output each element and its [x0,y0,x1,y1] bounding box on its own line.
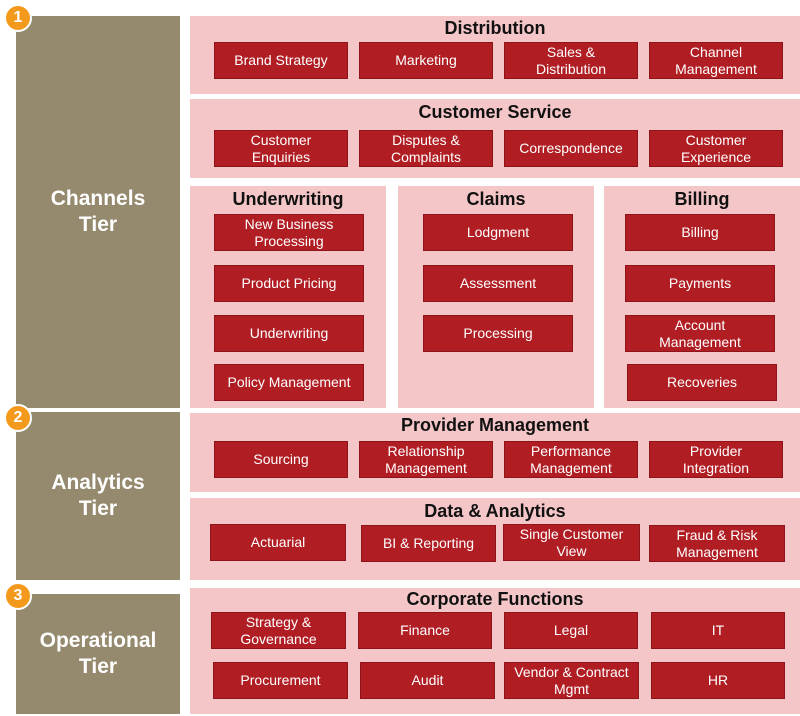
corporate-functions-panel: Corporate Functions Strategy & Governanc… [190,588,800,714]
relationship-management-box: Relationship Management [359,441,493,478]
sales-distribution-box: Sales & Distribution [504,42,638,79]
customer-enquiries-box: Customer Enquiries [214,130,348,167]
provider-management-panel: Provider Management Sourcing Relationshi… [190,413,800,492]
operational-tier-label: Operational Tier [16,594,180,714]
vendor-contract-mgmt-box: Vendor & Contract Mgmt [504,662,639,699]
underwriting-panel: Underwriting New Business Processing Pro… [190,186,386,408]
panel-title: Claims [466,189,526,209]
procurement-box: Procurement [213,662,348,699]
recoveries-box: Recoveries [627,364,777,401]
processing-box: Processing [423,315,573,352]
customer-service-panel: Customer Service Customer Enquiries Disp… [190,99,800,178]
disputes-complaints-box: Disputes & Complaints [359,130,493,167]
brand-strategy-box: Brand Strategy [214,42,348,79]
marketing-box: Marketing [359,42,493,79]
analytics-tier-label: Analytics Tier [16,412,180,580]
tier-1-badge: 1 [4,4,32,32]
lodgment-box: Lodgment [423,214,573,251]
panel-title: Data & Analytics [424,501,566,521]
it-box: IT [651,612,785,649]
billing-box: Billing [625,214,775,251]
channels-tier-label: Channels Tier [16,16,180,408]
underwriting-box: Underwriting [214,315,364,352]
actuarial-box: Actuarial [210,524,346,561]
product-pricing-box: Product Pricing [214,265,364,302]
correspondence-box: Correspondence [504,130,638,167]
panel-title: Underwriting [232,189,344,209]
legal-box: Legal [504,612,638,649]
tier-2-badge: 2 [4,404,32,432]
new-business-processing-box: New Business Processing [214,214,364,251]
fraud-risk-management-box: Fraud & Risk Management [649,525,785,562]
channel-management-box: Channel Management [649,42,783,79]
assessment-box: Assessment [423,265,573,302]
payments-box: Payments [625,265,775,302]
sourcing-box: Sourcing [214,441,348,478]
customer-experience-box: Customer Experience [649,130,783,167]
account-management-box: Account Management [625,315,775,352]
panel-title: Provider Management [400,415,590,435]
panel-title: Corporate Functions [406,589,584,609]
panel-title: Customer Service [418,102,572,122]
distribution-panel: Distribution Brand Strategy Marketing Sa… [190,16,800,94]
hr-box: HR [651,662,785,699]
billing-panel: Billing Billing Payments Account Managem… [604,186,800,408]
claims-panel: Claims Lodgment Assessment Processing [398,186,594,408]
panel-title: Distribution [444,18,546,38]
provider-integration-box: Provider Integration [649,441,783,478]
policy-management-box: Policy Management [214,364,364,401]
single-customer-view-box: Single Customer View [503,524,640,561]
panel-title: Billing [674,189,730,209]
performance-management-box: Performance Management [504,441,638,478]
audit-box: Audit [360,662,495,699]
data-analytics-panel: Data & Analytics Actuarial BI & Reportin… [190,498,800,580]
tier-3-badge: 3 [4,582,32,610]
finance-box: Finance [358,612,492,649]
strategy-governance-box: Strategy & Governance [211,612,346,649]
bi-reporting-box: BI & Reporting [361,525,496,562]
